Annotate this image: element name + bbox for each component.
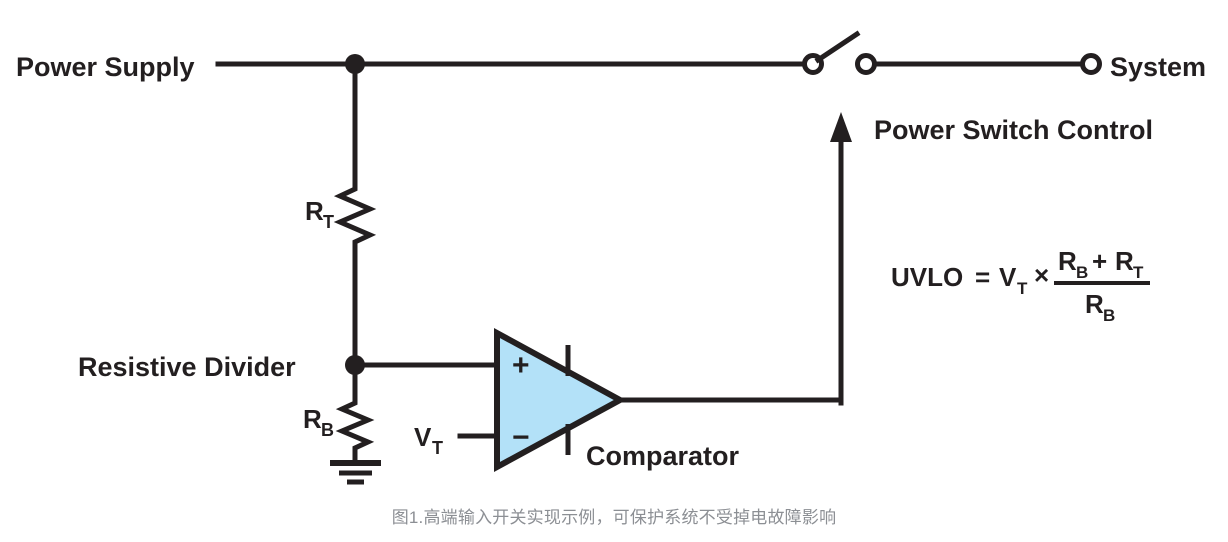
formula-times: × [1034,260,1049,290]
formula-denominator-name: R [1085,289,1104,319]
control-arrowhead-icon [830,112,852,142]
formula-v-subscript: T [1017,279,1028,298]
formula-denominator-subscript: B [1103,306,1115,325]
label-resistor-rb-name: R [303,404,322,434]
uvlo-formula: UVLO = V T × R B + R T R B [891,246,1150,325]
ground-symbol-icon [330,460,381,485]
formula-equals: = [975,262,990,292]
label-resistor-rt: R T [305,196,334,232]
resistor-rb-icon [335,398,375,453]
figure-caption: 图1.高端输入开关实现示例，可保护系统不受掉电故障影响 [391,508,837,527]
label-power-switch-control: Power Switch Control [874,115,1153,145]
switch-terminal-right-icon[interactable] [855,53,877,75]
comparator-minus-sign: − [512,421,530,454]
label-resistor-rb-subscript: B [321,420,334,440]
comparator-plus-sign: + [512,349,530,382]
formula-numerator-second-name: R [1115,246,1134,276]
formula-lhs: UVLO [891,262,963,292]
comparator-body-icon [494,327,627,473]
label-resistive-divider: Resistive Divider [78,352,296,382]
formula-numerator-operator: + [1092,246,1107,276]
formula-v-name: V [999,262,1017,292]
label-resistor-rb: R B [303,404,334,440]
label-comparator: Comparator [586,441,740,471]
label-vt-name: V [414,422,432,452]
label-power-supply: Power Supply [16,52,195,82]
system-terminal-icon [1080,53,1102,75]
label-resistor-rt-subscript: T [323,212,334,232]
formula-numerator-second-subscript: T [1133,263,1144,282]
switch-blade-icon[interactable] [814,30,861,64]
label-threshold-voltage: V T [414,422,443,458]
label-resistor-rt-name: R [305,196,324,226]
label-vt-subscript: T [432,438,443,458]
formula-numerator-first-name: R [1058,246,1077,276]
resistor-rt-icon [333,183,377,248]
label-system: System [1110,52,1206,82]
formula-numerator-first-subscript: B [1076,263,1088,282]
